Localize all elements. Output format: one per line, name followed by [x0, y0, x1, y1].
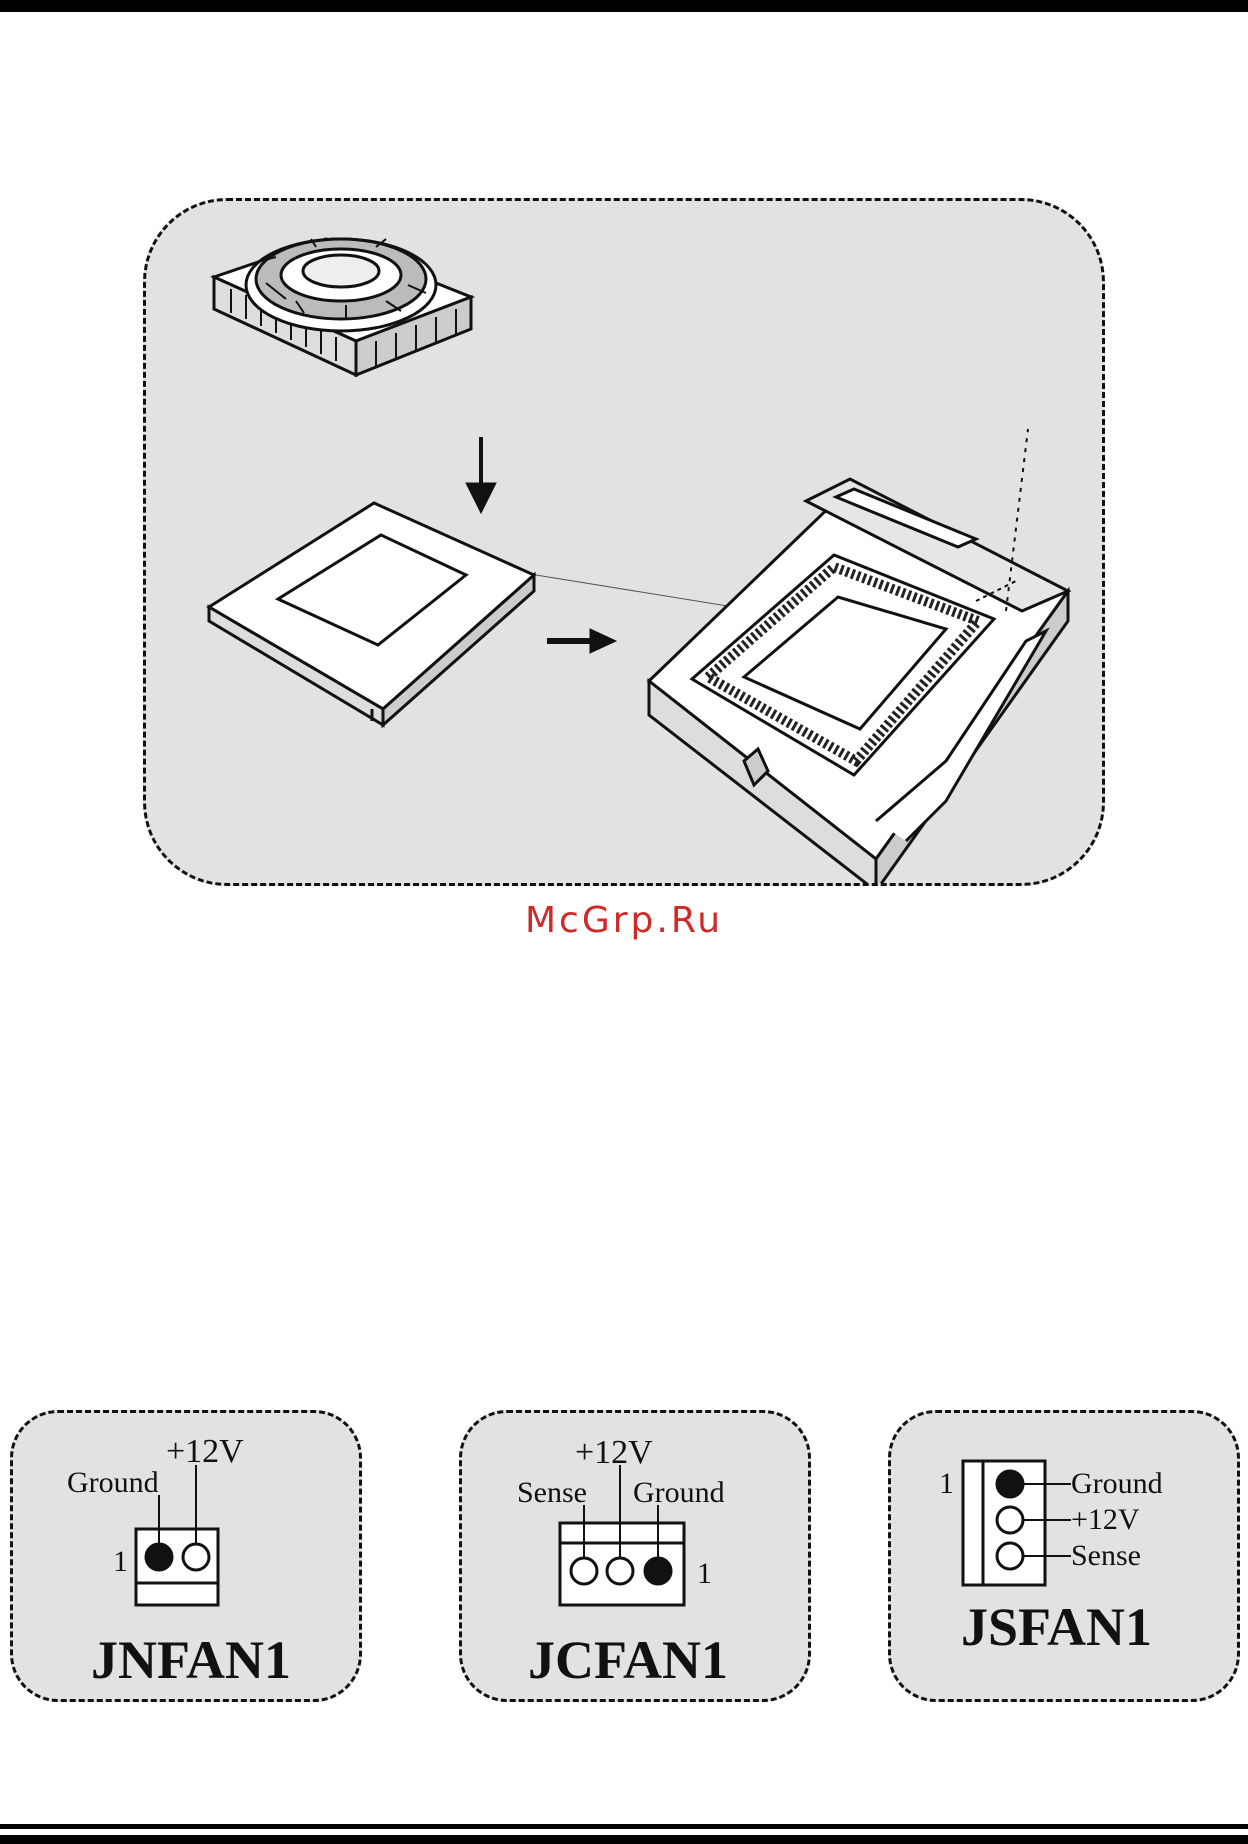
jcfan1-panel: +12V Sense Ground 1 JCFAN1	[459, 1410, 811, 1702]
cpu-socket-icon	[649, 429, 1068, 883]
pin1-filled-icon	[997, 1471, 1023, 1497]
watermark-text: McGrp.Ru	[0, 900, 1248, 941]
jcfan1-12v-label: +12V	[575, 1434, 653, 1471]
jsfan1-sense-label: Sense	[1071, 1539, 1141, 1572]
jsfan1-diagram: 1 Ground +12V Sense JSFAN1	[891, 1413, 1237, 1699]
cpu-install-panel	[143, 198, 1105, 886]
cpu-chip-icon	[209, 503, 534, 725]
jnfan1-ground-label: Ground	[67, 1466, 159, 1499]
pin2-open-icon	[997, 1507, 1023, 1533]
jsfan1-panel: 1 Ground +12V Sense JSFAN1	[888, 1410, 1240, 1702]
heatsink-fan-icon	[214, 239, 471, 375]
jsfan1-pin1-label: 1	[939, 1467, 954, 1500]
bottom-rule	[0, 1824, 1248, 1829]
bottom-rule-thick	[0, 1835, 1248, 1844]
cpu-install-illustration	[146, 201, 1102, 883]
right-arrow-icon	[547, 629, 616, 653]
jnfan1-title: JNFAN1	[91, 1630, 291, 1690]
jnfan1-12v-label: +12V	[166, 1433, 244, 1470]
jcfan1-sense-label: Sense	[517, 1476, 587, 1509]
jnfan1-panel: Ground +12V 1 JNFAN1	[10, 1410, 362, 1702]
pin2-open-icon	[183, 1544, 209, 1570]
pin1-filled-icon	[645, 1558, 671, 1584]
jsfan1-12v-label: +12V	[1071, 1503, 1140, 1536]
jsfan1-ground-label: Ground	[1071, 1467, 1163, 1500]
jcfan1-pin1-label: 1	[697, 1557, 712, 1590]
jcfan1-ground-label: Ground	[633, 1476, 725, 1509]
pin3-open-icon	[997, 1543, 1023, 1569]
pin3-open-icon	[571, 1558, 597, 1584]
pin1-filled-icon	[146, 1544, 172, 1570]
jcfan1-diagram: +12V Sense Ground 1 JCFAN1	[462, 1413, 808, 1699]
jsfan1-title: JSFAN1	[961, 1597, 1152, 1657]
jcfan1-title: JCFAN1	[528, 1630, 728, 1690]
down-arrow-icon	[466, 437, 496, 513]
jnfan1-pin1-label: 1	[113, 1545, 128, 1578]
jnfan1-diagram: Ground +12V 1 JNFAN1	[13, 1413, 359, 1699]
pin2-open-icon	[607, 1558, 633, 1584]
top-rule	[0, 0, 1248, 12]
